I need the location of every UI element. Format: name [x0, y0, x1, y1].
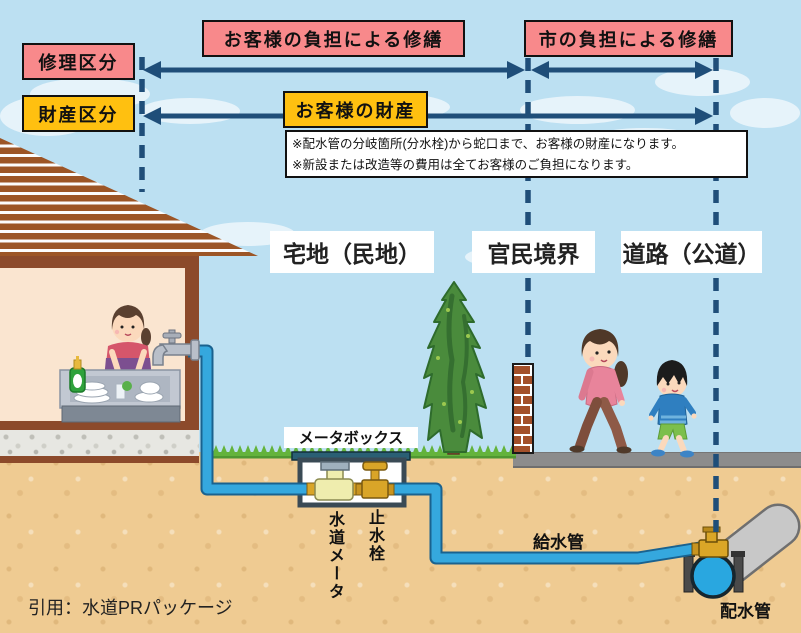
distribution-pipe-label: 配水管: [720, 602, 771, 621]
water-pipe: [188, 344, 702, 565]
house-beam-bottom: [0, 421, 199, 430]
kitchen-illustration: [59, 305, 181, 423]
tapping-valve-icon: [691, 526, 729, 558]
meter-box-label: メータボックス: [284, 427, 418, 448]
zone-label-boundary: 官民境界: [472, 231, 595, 273]
tree-illustration: [423, 281, 487, 455]
stop-valve-icon: [355, 461, 395, 499]
faucet-icon: [152, 329, 200, 366]
stop-valve-label: 止水栓: [366, 509, 383, 563]
house-foundation-base: [0, 456, 199, 463]
zone-label-private-land: 宅地（民地）: [270, 231, 434, 273]
boundary-dashed-lines: [139, 57, 719, 532]
house-foundation: [0, 430, 199, 456]
pedestrians-illustration: [569, 329, 697, 458]
brick-pillar: [512, 363, 534, 454]
cloud: [730, 98, 800, 128]
customer-repair-banner: お客様の負担による修繕: [202, 20, 465, 57]
property-category-tag: 財産区分: [22, 95, 135, 132]
citation-text: 引用：水道PRパッケージ: [28, 598, 233, 618]
range-arrows: [143, 61, 713, 125]
customer-property-banner: お客様の財産: [283, 91, 428, 128]
repair-category-tag: 修理区分: [22, 43, 135, 80]
city-repair-banner: 市の負担による修繕: [524, 20, 733, 57]
note-line-2: ※新設または改造等の費用は全てお客様のご負担になります。: [292, 157, 639, 172]
zone-label-public-road: 道路（公道）: [621, 231, 762, 273]
cloud: [520, 96, 635, 124]
supply-pipe-label: 給水管: [533, 533, 584, 552]
water-meter-label: 水道メータ: [326, 511, 343, 601]
house-beam-top: [0, 256, 199, 268]
note-box: ※配水管の分岐箇所(分水栓)から蛇口まで、お客様の財産になります。 ※新設または…: [285, 130, 748, 178]
note-line-1: ※配水管の分岐箇所(分水栓)から蛇口まで、お客様の財産になります。: [292, 137, 685, 151]
